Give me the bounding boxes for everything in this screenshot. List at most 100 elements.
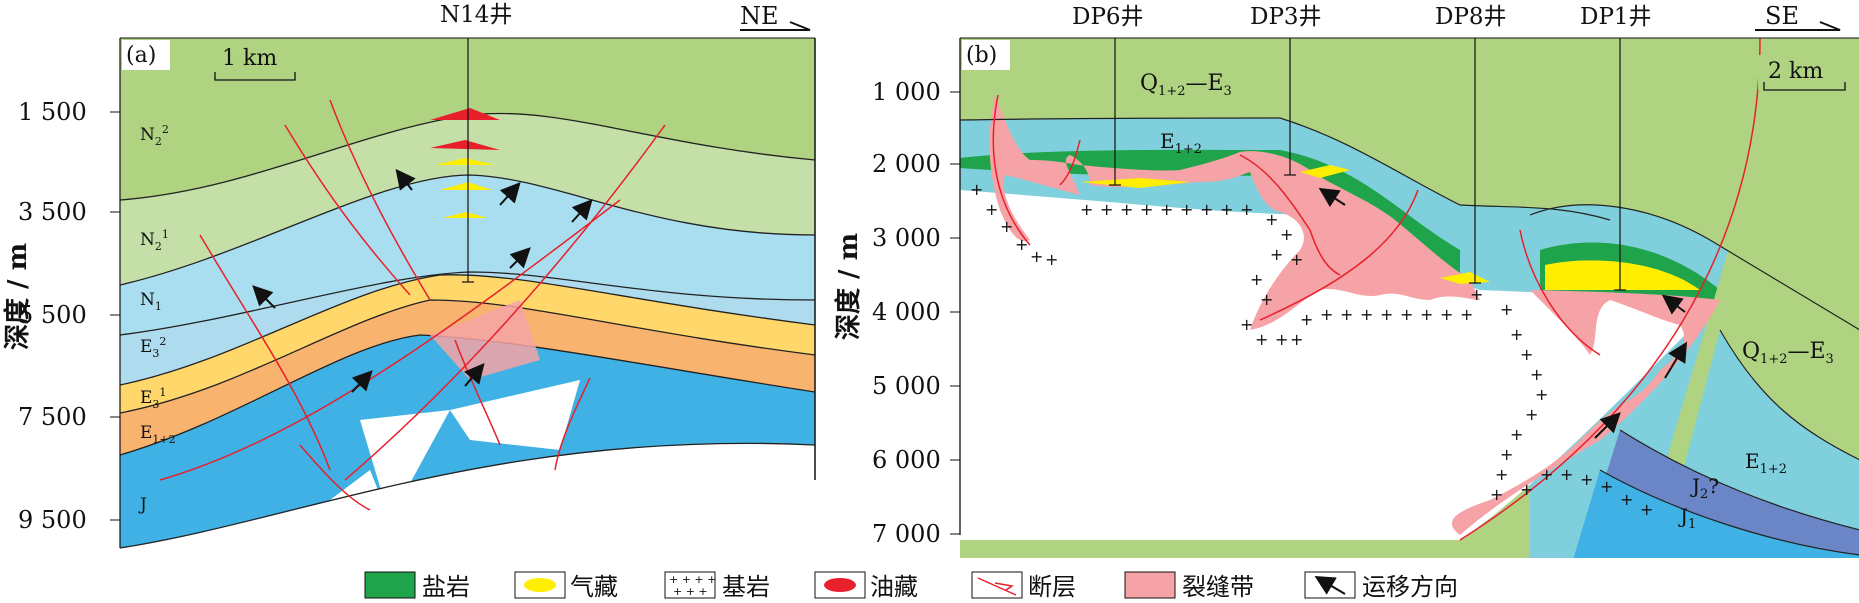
svg-text:Q1+2—E3: Q1+2—E3 bbox=[1742, 339, 1834, 367]
bedrock-plus: + bbox=[1420, 305, 1433, 324]
bedrock-plus: + bbox=[1290, 330, 1303, 349]
bedrock-plus: + bbox=[1520, 480, 1533, 499]
bedrock-plus: + bbox=[1080, 200, 1093, 219]
bedrock-plus: + bbox=[1240, 315, 1253, 334]
legend-fault-label: 断层 bbox=[1028, 573, 1076, 601]
legend-bedrock-label: 基岩 bbox=[722, 573, 770, 601]
bedrock-plus: + bbox=[1600, 477, 1613, 496]
bedrock-plus: + bbox=[1270, 245, 1283, 264]
salt-layer bbox=[960, 149, 1460, 275]
panel-b-scale-bar bbox=[1763, 82, 1846, 91]
bedrock-plus: + bbox=[1495, 465, 1508, 484]
ytick: 1 500 bbox=[18, 98, 87, 126]
bedrock-plus: + bbox=[1015, 235, 1028, 254]
bedrock-plus: + bbox=[1320, 305, 1333, 324]
bedrock-plus: + bbox=[1560, 465, 1573, 484]
panel-b-label: (b) bbox=[966, 43, 997, 68]
bedrock-plus: + bbox=[1620, 490, 1633, 509]
ytick: 3 500 bbox=[18, 198, 87, 226]
well-dp6: DP6井 bbox=[1072, 4, 1144, 30]
bedrock-plus: + bbox=[1045, 250, 1058, 269]
orientation-se: SE bbox=[1765, 2, 1799, 30]
bedrock-plus: + bbox=[1180, 200, 1193, 219]
fracture-zone-a bbox=[430, 300, 540, 380]
layer-j1 bbox=[1573, 470, 1859, 558]
svg-text:+ + +: + + + bbox=[673, 585, 708, 598]
legend-bedrock-icon bbox=[664, 571, 716, 599]
bedrock-plus: + bbox=[1240, 200, 1253, 219]
y-axis-b: 1 000 2 000 3 000 4 000 5 000 6 000 7 00… bbox=[872, 78, 960, 548]
gas-right bbox=[1545, 260, 1700, 290]
legend-oil-label: 油藏 bbox=[870, 573, 918, 601]
bedrock-plus: + bbox=[1000, 217, 1013, 236]
svg-text:E1+2: E1+2 bbox=[140, 423, 176, 446]
bedrock-plus: + bbox=[1640, 500, 1653, 519]
svg-text:E31: E31 bbox=[140, 386, 166, 411]
orientation-arrow-icon bbox=[1755, 21, 1841, 31]
y-axis-label-b: 深度 / m bbox=[833, 233, 864, 340]
ytick: 2 000 bbox=[872, 150, 941, 178]
bedrock-plus: + bbox=[1300, 310, 1313, 329]
panel-a-label: (a) bbox=[126, 43, 156, 68]
legend-fracture-icon bbox=[1124, 571, 1176, 599]
ytick: 5 500 bbox=[18, 301, 87, 329]
ytick: 5 000 bbox=[872, 372, 941, 400]
bedrock-plus: + bbox=[1500, 300, 1513, 319]
legend-migration-label: 运移方向 bbox=[1362, 573, 1458, 601]
ytick: 3 000 bbox=[872, 224, 941, 252]
svg-text:E1+2: E1+2 bbox=[1745, 449, 1787, 477]
well-n14: N14井 bbox=[440, 2, 512, 28]
legend-gas-label: 气藏 bbox=[570, 573, 618, 601]
well-dp3: DP3井 bbox=[1250, 4, 1322, 30]
bedrock-plus: + bbox=[1510, 425, 1523, 444]
white-gap-3 bbox=[450, 380, 580, 450]
legend: 盐岩 气藏 + + + + + + + 基岩 油藏 断层 裂缝带 运移方向 bbox=[364, 571, 1458, 601]
layer-labels-b: Q1+2—E3 E1+2 Q1+2—E3 E1+2 J2? J1 bbox=[1140, 71, 1834, 532]
legend-fracture-label: 裂缝带 bbox=[1182, 573, 1254, 601]
bedrock-plus: + bbox=[1540, 465, 1553, 484]
faults-b bbox=[992, 38, 1761, 541]
panel-a-scale: 1 km bbox=[222, 46, 277, 71]
bedrock-plus: + bbox=[1490, 485, 1503, 504]
bedrock-plus: + bbox=[1460, 305, 1473, 324]
ytick: 7 500 bbox=[18, 403, 87, 431]
svg-text:+ + + +: + + + + bbox=[669, 573, 716, 586]
orientation-arrow-icon bbox=[740, 21, 811, 31]
ytick: 6 000 bbox=[872, 446, 941, 474]
well-dp8: DP8井 bbox=[1435, 4, 1507, 30]
ytick: 4 000 bbox=[872, 298, 941, 326]
bedrock-plus: + bbox=[1470, 285, 1483, 304]
reservoirs-a bbox=[430, 108, 500, 218]
bedrock-plus: + bbox=[1280, 225, 1293, 244]
svg-text:E1+2: E1+2 bbox=[1160, 129, 1202, 157]
y-axis-a: 1 500 3 500 5 500 7 500 9 500 bbox=[18, 98, 120, 534]
bedrock-plus: + bbox=[1440, 305, 1453, 324]
legend-salt-icon bbox=[364, 571, 416, 599]
svg-text:N21: N21 bbox=[140, 228, 169, 253]
bedrock-plus: + bbox=[1380, 305, 1393, 324]
fracture-zone-2 bbox=[1451, 290, 1720, 535]
bedrock-plus: + bbox=[1260, 290, 1273, 309]
bedrock-plus: + bbox=[970, 180, 983, 199]
bedrock-plus: + bbox=[1340, 305, 1353, 324]
bedrock-plus: + bbox=[1140, 200, 1153, 219]
bedrock-plus: + bbox=[1580, 470, 1593, 489]
bedrock-plus: + bbox=[1530, 365, 1543, 384]
panel-b: ++++++++++++++++++++++++++++++++++++++++… bbox=[833, 2, 1859, 558]
bedrock-marks: ++++++++++++++++++++++++++++++++++++++++… bbox=[970, 180, 1653, 519]
bedrock-plus: + bbox=[1275, 330, 1288, 349]
y-axis-label-a: 深度 / m bbox=[2, 243, 33, 350]
bedrock-plus: + bbox=[1400, 305, 1413, 324]
bedrock-plus: + bbox=[1535, 385, 1548, 404]
fracture-zone-1 bbox=[989, 95, 1480, 330]
bedrock-plus: + bbox=[1500, 445, 1513, 464]
ytick: 7 000 bbox=[872, 520, 941, 548]
bedrock-plus: + bbox=[1510, 325, 1523, 344]
bedrock-plus: + bbox=[1250, 270, 1263, 289]
svg-text:J2?: J2? bbox=[1690, 474, 1719, 502]
svg-text:J1: J1 bbox=[1678, 504, 1696, 532]
panel-a-scale-bar bbox=[214, 72, 296, 81]
bedrock-plus: + bbox=[1265, 210, 1278, 229]
panel-a: (a) 1 km N14井 NE 1 500 3 500 5 500 7 500… bbox=[2, 2, 816, 558]
svg-text:N1: N1 bbox=[140, 290, 162, 313]
